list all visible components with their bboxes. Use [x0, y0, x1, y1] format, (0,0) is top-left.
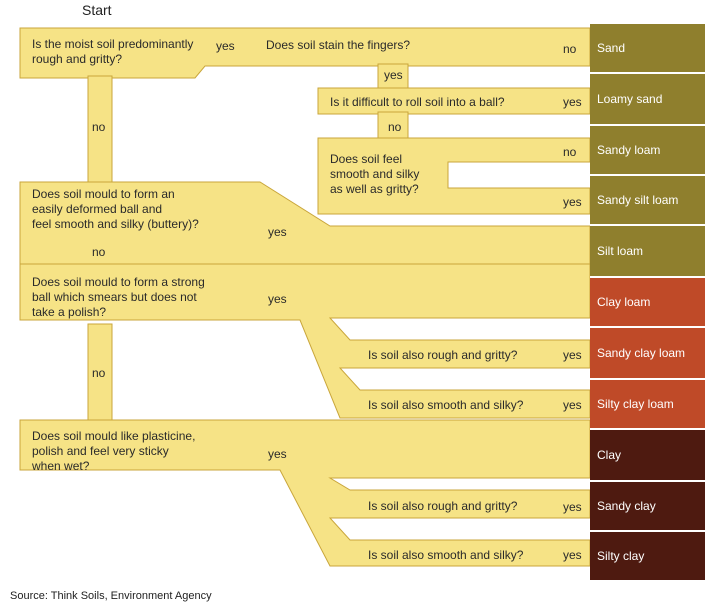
source-credit: Source: Think Soils, Environment Agency [10, 590, 212, 602]
result-loamy-sand: Loamy sand [590, 74, 705, 126]
path-plasticine [19, 419, 591, 567]
result-silt-loam: Silt loam [590, 226, 705, 278]
result-sandy-loam: Sandy loam [590, 126, 705, 176]
result-sand: Sand [590, 24, 705, 74]
answer-yes-mould-smooth: yes [268, 225, 287, 239]
answer-yes-q1: yes [216, 39, 235, 53]
path-strong-ball [19, 263, 591, 419]
answer-no-smooth-silky: no [563, 145, 577, 159]
answer-no-stain: no [563, 42, 577, 56]
path-spine-top [87, 75, 113, 184]
question-strong-ball: Does soil mould to form a strong ball wh… [32, 275, 205, 319]
question-plasticine: Does soil mould like plasticine, polish … [32, 429, 196, 473]
question-rough-gritty: Is the moist soil predominantly rough an… [32, 37, 194, 66]
answer-yes-stain: yes [384, 68, 403, 82]
result-silty-clay-loam: Silty clay loam [590, 380, 705, 430]
question-mould-smooth: Does soil mould to form an easily deform… [32, 187, 199, 231]
answer-yes-smooth-silky: yes [563, 195, 582, 209]
answer-no-roll: no [388, 120, 402, 134]
question-rough-gritty-1: Is soil also rough and gritty? [368, 348, 518, 362]
start-label: Start [82, 2, 112, 18]
path-roll-no-down [377, 111, 409, 141]
answer-no-strong-ball: no [92, 366, 106, 380]
question-smooth-silky-1: Is soil also smooth and silky? [368, 398, 524, 412]
question-smooth-silky-gritty: Does soil feel smooth and silky as well … [330, 152, 420, 196]
result-sandy-clay-loam: Sandy clay loam [590, 328, 705, 380]
result-sandy-clay: Sandy clay [590, 482, 705, 532]
question-smooth-silky-2: Is soil also smooth and silky? [368, 548, 524, 562]
answer-yes-strong-ball: yes [268, 292, 287, 306]
result-sandy-silt-loam: Sandy silt loam [590, 176, 705, 226]
result-clay-loam: Clay loam [590, 278, 705, 328]
answer-yes-rough-2: yes [563, 500, 582, 514]
answer-yes-silky-2: yes [563, 548, 582, 562]
answer-yes-silky-1: yes [563, 398, 582, 412]
question-roll-ball: Is it difficult to roll soil into a ball… [330, 95, 505, 109]
answer-yes-roll: yes [563, 95, 582, 109]
path-spine-mid2 [87, 323, 113, 421]
answer-no-q1: no [92, 120, 106, 134]
answer-no-mould-smooth: no [92, 245, 106, 259]
result-clay: Clay [590, 430, 705, 482]
answer-yes-plasticine: yes [268, 447, 287, 461]
question-rough-gritty-2: Is soil also rough and gritty? [368, 499, 518, 513]
answer-yes-rough-1: yes [563, 348, 582, 362]
result-silty-clay: Silty clay [590, 532, 705, 582]
question-stain-fingers: Does soil stain the fingers? [266, 38, 411, 52]
